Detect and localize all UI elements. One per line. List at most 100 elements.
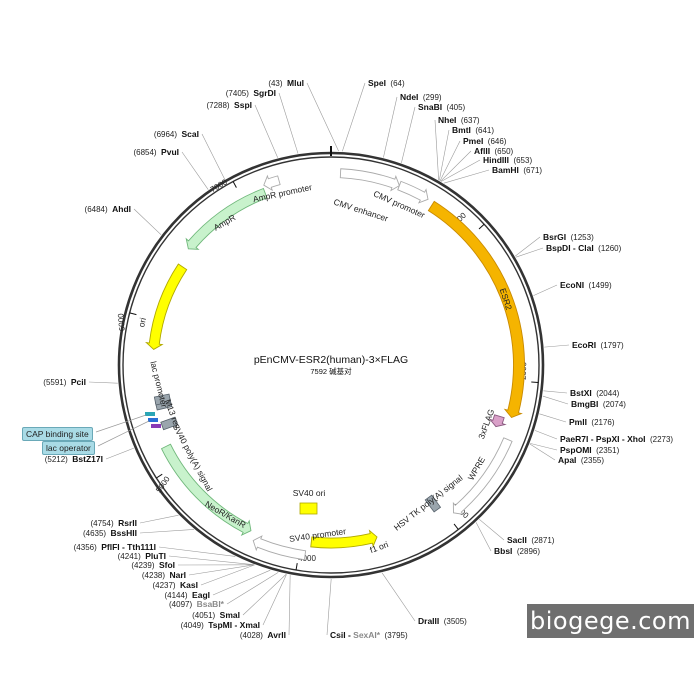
site-nhei[interactable]: NheI (637) bbox=[434, 110, 480, 181]
site-sgrdi[interactable]: (7405) SgrDI bbox=[226, 83, 299, 154]
feature-neor-kanr[interactable] bbox=[160, 443, 252, 536]
site-bsshii[interactable]: (4635) BssHII bbox=[83, 523, 195, 540]
site-mlui[interactable]: (43) MluI bbox=[268, 73, 339, 152]
site-tspmi-xmai[interactable]: (4049) TspMI - XmaI bbox=[181, 574, 287, 632]
site-rsrii[interactable]: (4754) RsrII bbox=[91, 513, 179, 530]
site-hindiii[interactable]: HindIII (653) bbox=[440, 150, 532, 182]
site-avrii[interactable]: (4028) AvrII bbox=[240, 575, 291, 642]
site-pflfi-tth111i[interactable]: (4356) PflFI - Tth111I bbox=[74, 537, 236, 557]
site-bspdi-clai[interactable]: BspDI - ClaI (1260) bbox=[515, 238, 622, 258]
feature-f1-ori[interactable] bbox=[310, 529, 378, 549]
site-label: (4754) RsrII bbox=[91, 513, 137, 530]
site-snabi[interactable]: SnaBI (405) bbox=[401, 97, 466, 163]
site-leader bbox=[188, 564, 255, 576]
site-pspomi[interactable]: PspOMI (2351) bbox=[530, 440, 620, 457]
site-sacii[interactable]: SacII (2871) bbox=[479, 519, 555, 547]
tick-label-6000: 6000 bbox=[116, 312, 127, 331]
feature-sv40-ori-box[interactable] bbox=[299, 502, 318, 515]
site-ndei[interactable]: NdeI (299) bbox=[383, 87, 442, 158]
site-pmli[interactable]: PmlI (2176) bbox=[539, 412, 615, 429]
site-position: (405) bbox=[447, 103, 466, 112]
site-name: PluTI bbox=[145, 551, 166, 561]
site-draiii[interactable]: DraIII (3505) bbox=[381, 572, 467, 628]
site-label: (4049) TspMI - XmaI bbox=[181, 615, 260, 632]
site-label: (5591) PciI bbox=[43, 372, 86, 389]
site-label: PmlI (2176) bbox=[569, 412, 615, 429]
site-ahdi[interactable]: (6484) AhdI bbox=[85, 199, 162, 236]
site-eagi[interactable]: (4144) EagI bbox=[164, 569, 271, 602]
site-label: AflII (650) bbox=[474, 141, 514, 158]
site-label: BbsI (2896) bbox=[494, 541, 540, 558]
feature-sv40-promoter[interactable] bbox=[252, 535, 307, 561]
site-name: SspI bbox=[234, 100, 252, 110]
site-leader bbox=[440, 150, 472, 182]
site-csii-sexai[interactable]: CsiI - SexAI* (3795) bbox=[326, 578, 408, 642]
feature-hsv-tk-poly-a-signal[interactable] bbox=[424, 494, 442, 513]
feature-ampr-promoter[interactable] bbox=[263, 174, 281, 192]
site-label: (4237) KasI bbox=[152, 575, 198, 592]
site-position: (4635) bbox=[83, 529, 106, 538]
site-position: (2176) bbox=[591, 418, 614, 427]
feature-wpre[interactable] bbox=[452, 437, 513, 515]
site-leader bbox=[139, 514, 179, 524]
feature-sv40-poly-a-signal[interactable] bbox=[160, 416, 179, 431]
site-pluti[interactable]: (4241) PluTI bbox=[118, 546, 254, 565]
site-scai[interactable]: (6964) ScaI bbox=[154, 124, 225, 180]
site-label: HindIII (653) bbox=[483, 150, 532, 167]
site-pvui[interactable]: (6854) PvuI bbox=[133, 142, 209, 190]
site-label: (43) MluI bbox=[268, 73, 304, 90]
site-name: MluI bbox=[287, 78, 304, 88]
site-bstz17i[interactable]: (5212) BstZ17I bbox=[45, 447, 134, 466]
site-position: (2896) bbox=[517, 547, 540, 556]
site-label: BmtI (641) bbox=[452, 120, 494, 137]
site-leader bbox=[544, 344, 570, 348]
site-nari[interactable]: (4238) NarI bbox=[142, 564, 255, 582]
site-leader bbox=[139, 529, 195, 534]
site-position: (3505) bbox=[444, 617, 467, 626]
feature-esr2[interactable] bbox=[427, 200, 525, 419]
site-smai[interactable]: (4051) SmaI bbox=[192, 574, 287, 622]
feature-cmv-promoter[interactable] bbox=[397, 180, 429, 204]
site-name: SgrDI bbox=[253, 88, 276, 98]
site-spei[interactable]: SpeI (64) bbox=[342, 73, 405, 152]
site-leader bbox=[534, 430, 558, 440]
site-label: (4239) SfoI bbox=[131, 555, 175, 572]
feature-ori[interactable] bbox=[145, 263, 188, 350]
site-name: EcoRI bbox=[572, 340, 596, 350]
site-bstxi[interactable]: BstXI (2044) bbox=[543, 383, 620, 400]
site-pcii[interactable]: (5591) PciI bbox=[43, 372, 118, 389]
feature-cmv-enhancer[interactable] bbox=[339, 168, 400, 192]
site-position: (2355) bbox=[581, 456, 604, 465]
site-sspi[interactable]: (7288) SspI bbox=[206, 95, 279, 158]
site-label: SacII (2871) bbox=[507, 530, 555, 547]
site-ecori[interactable]: EcoRI (1797) bbox=[544, 335, 624, 352]
site-bmti[interactable]: BmtI (641) bbox=[438, 120, 494, 181]
feature-m13-rev[interactable] bbox=[153, 393, 172, 406]
site-econi[interactable]: EcoNI (1499) bbox=[533, 275, 612, 296]
site-position: (3795) bbox=[385, 631, 408, 640]
lac-op-leader bbox=[97, 420, 150, 447]
site-bamhi[interactable]: BamHI (671) bbox=[443, 160, 543, 184]
site-sfoi[interactable]: (4239) SfoI bbox=[131, 555, 255, 572]
site-kasi[interactable]: (4237) KasI bbox=[152, 564, 255, 592]
site-name: PaeR7I - PspXI - XhoI bbox=[560, 434, 646, 444]
site-leader bbox=[381, 572, 416, 622]
site-paer7i-pspxi-xhoi[interactable]: PaeR7I - PspXI - XhoI (2273) bbox=[534, 429, 674, 446]
site-position: (299) bbox=[423, 93, 442, 102]
site-position: (64) bbox=[390, 79, 405, 88]
site-aflii[interactable]: AflII (650) bbox=[440, 141, 514, 182]
site-pmei[interactable]: PmeI (646) bbox=[439, 131, 507, 181]
site-position: (653) bbox=[513, 156, 532, 165]
site-apai[interactable]: ApaI (2355) bbox=[529, 443, 604, 467]
site-bsrgi[interactable]: BsrGI (1253) bbox=[515, 227, 594, 257]
site-bsabi[interactable]: (4097) BsaBI* bbox=[169, 572, 279, 611]
site-leader bbox=[326, 578, 332, 636]
site-name: PciI bbox=[71, 377, 86, 387]
site-leader bbox=[533, 284, 558, 296]
feature-label-ampr-promoter: AmpR promoter bbox=[252, 182, 313, 204]
site-bbsi[interactable]: BbsI (2896) bbox=[475, 522, 540, 558]
feature-3xflag[interactable] bbox=[488, 414, 507, 428]
feature-ampr[interactable] bbox=[185, 187, 268, 250]
site-bmgbi[interactable]: BmgBI (2074) bbox=[542, 394, 627, 411]
